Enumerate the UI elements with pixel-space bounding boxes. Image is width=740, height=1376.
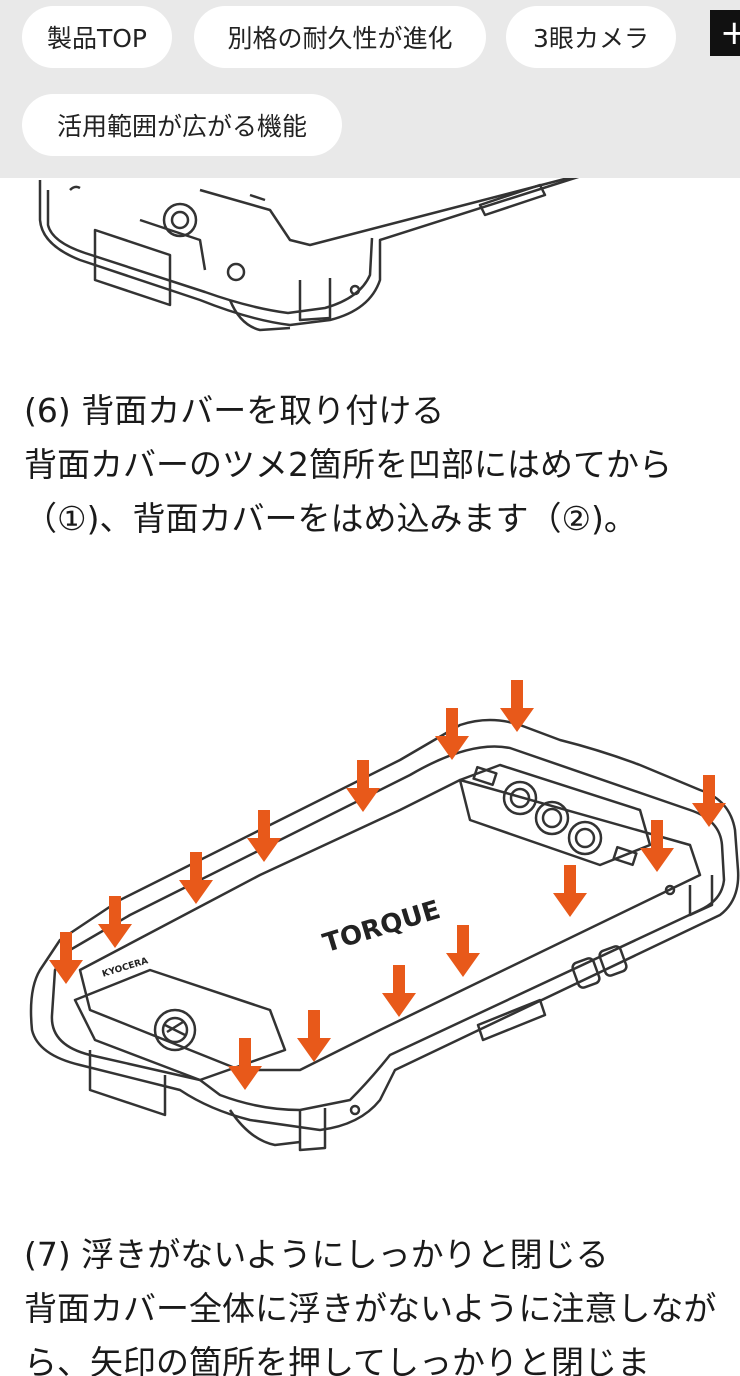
brand-logo-text: TORQUE (320, 895, 444, 959)
down-arrow-icon (49, 932, 83, 984)
step-title: (6) 背面カバーを取り付ける (24, 391, 445, 430)
nav-chip-durability[interactable]: 別格の耐久性が進化 (194, 6, 486, 68)
down-arrow-icon (297, 1010, 331, 1062)
down-arrow-icon (692, 775, 726, 827)
down-arrow-icon (382, 965, 416, 1017)
maker-logo-text: KYOCERA (101, 956, 149, 979)
nav-chip-label: 3眼カメラ (533, 24, 649, 53)
down-arrow-icon (553, 865, 587, 917)
down-arrow-icon (435, 708, 469, 760)
nav-more-button[interactable]: + (710, 10, 740, 56)
down-arrow-icon (640, 820, 674, 872)
nav-chip-camera[interactable]: 3眼カメラ (506, 6, 676, 68)
down-arrow-icon (500, 680, 534, 732)
down-arrow-icon (98, 896, 132, 948)
phone-back-press-illustration: TORQUE KYOCERA (29, 680, 740, 1152)
step-body: 背面カバー全体に浮きがないように注意しながら、矢印の箇所を押してしっかりと閉じま (24, 1289, 717, 1376)
press-arrows (49, 680, 726, 1090)
step-body: 背面カバーのツメ2箇所を凹部にはめてから（①)、背面カバーをはめ込みます（②)。 (24, 445, 672, 538)
step-6: (6) 背面カバーを取り付ける 背面カバーのツメ2箇所を凹部にはめてから（①)、… (24, 384, 724, 546)
product-nav: 製品TOP 別格の耐久性が進化 3眼カメラ + 活用範囲が広がる機能 (0, 0, 740, 178)
nav-chip-label: 製品TOP (46, 24, 148, 53)
plus-icon: + (720, 13, 740, 53)
step-7: (7) 浮きがないようにしっかりと閉じる 背面カバー全体に浮きがないように注意し… (24, 1228, 724, 1376)
nav-chip-features[interactable]: 活用範囲が広がる機能 (22, 94, 342, 156)
down-arrow-icon (346, 760, 380, 812)
nav-chip-product-top[interactable]: 製品TOP (22, 6, 172, 68)
step-title: (7) 浮きがないようにしっかりと閉じる (24, 1235, 609, 1274)
down-arrow-icon (179, 852, 213, 904)
phone-back-illustration-partial (38, 168, 601, 332)
down-arrow-icon (247, 810, 281, 862)
phone-line-art (29, 718, 740, 1152)
nav-chip-label: 活用範囲が広がる機能 (56, 112, 307, 141)
down-arrow-icon (446, 925, 480, 977)
down-arrow-icon (228, 1038, 262, 1090)
nav-chip-label: 別格の耐久性が進化 (227, 24, 453, 53)
